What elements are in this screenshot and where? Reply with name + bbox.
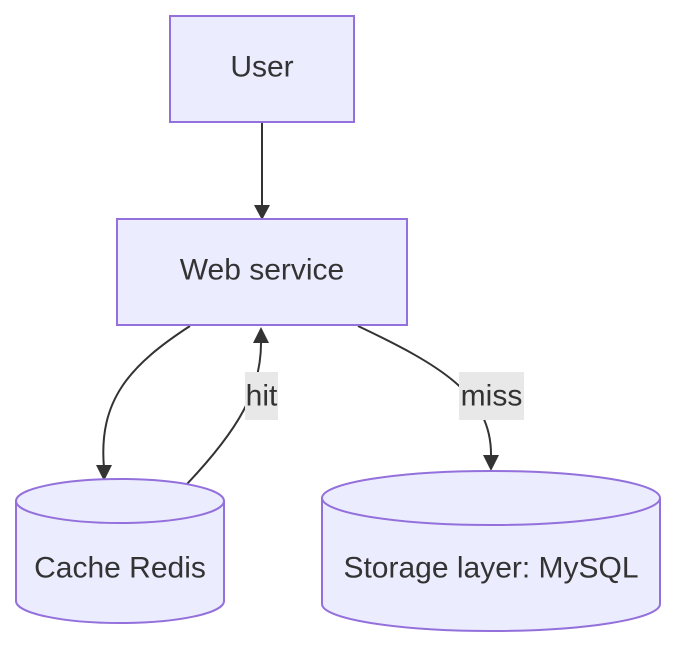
edge-label-miss-text: miss bbox=[461, 380, 523, 413]
edge-user-to-web-service bbox=[254, 122, 270, 220]
edge-label-miss: miss bbox=[459, 372, 524, 420]
edge-cache-to-web-service-hit bbox=[186, 327, 269, 485]
node-storage-mysql[interactable]: Storage layer: MySQL bbox=[321, 470, 661, 632]
node-storage-mysql-label: Storage layer: MySQL bbox=[343, 552, 638, 585]
edge-label-hit: hit bbox=[245, 372, 278, 420]
edge-label-hit-text: hit bbox=[246, 380, 278, 413]
node-cache-redis-label: Cache Redis bbox=[34, 552, 206, 585]
node-web-service[interactable]: Web service bbox=[116, 218, 408, 326]
node-web-service-label: Web service bbox=[180, 254, 345, 287]
edge-web-service-to-cache bbox=[96, 325, 191, 481]
node-user[interactable]: User bbox=[169, 15, 355, 123]
node-cache-redis[interactable]: Cache Redis bbox=[15, 478, 225, 624]
edge-web-service-to-storage-miss bbox=[357, 325, 499, 471]
node-user-label: User bbox=[230, 51, 293, 84]
